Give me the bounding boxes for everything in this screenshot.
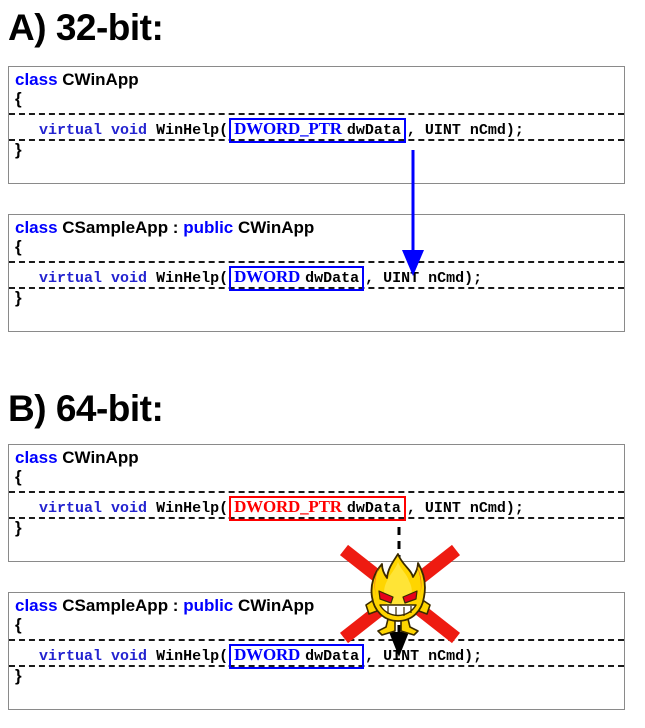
close-brace: } (15, 666, 22, 685)
keyword-void: void (111, 269, 148, 287)
parameter-name: dwData (305, 648, 360, 665)
class-name: CSampleApp : (62, 596, 184, 615)
function-name-open-paren: WinHelp( (156, 499, 229, 517)
parameter-name: dwData (346, 500, 401, 517)
parameter-type: DWORD_PTR (234, 119, 342, 138)
class-declaration-line: class CWinApp (9, 67, 624, 90)
parameter-name: dwData (305, 270, 360, 287)
signature-remainder: , UINT nCmd); (406, 121, 524, 139)
base-class-name: CWinApp (233, 596, 315, 615)
class-name: CWinApp (62, 448, 139, 467)
function-name-open-paren: WinHelp( (156, 121, 229, 139)
signature-remainder: , UINT nCmd); (406, 499, 524, 517)
keyword-class: class (15, 218, 58, 237)
parameter-name: dwData (346, 122, 401, 139)
open-brace: { (15, 89, 22, 108)
function-name-open-paren: WinHelp( (156, 269, 229, 287)
open-brace: { (15, 615, 22, 634)
close-brace: } (15, 288, 22, 307)
keyword-public: public (183, 218, 234, 237)
open-brace: { (15, 237, 22, 256)
class-box-cwinapp-64bit: class CWinApp { virtual void WinHelp(DWO… (8, 444, 625, 562)
function-name-open-paren: WinHelp( (156, 647, 229, 665)
keyword-void: void (111, 499, 148, 517)
class-box-csampleapp-64bit: class CSampleApp : public CWinApp { virt… (8, 592, 625, 710)
flame-character-icon (365, 553, 431, 636)
keyword-class: class (15, 448, 58, 467)
signature-remainder: , UINT nCmd); (365, 269, 483, 287)
parameter-type: DWORD (234, 267, 301, 286)
class-declaration-line: class CSampleApp : public CWinApp (9, 215, 624, 238)
section-b-heading: B) 64-bit: (8, 388, 164, 429)
class-box-csampleapp-32bit: class CSampleApp : public CWinApp { virt… (8, 214, 625, 332)
section-a-heading: A) 32-bit: (8, 7, 164, 48)
keyword-class: class (15, 70, 58, 89)
keyword-void: void (111, 647, 148, 665)
keyword-class: class (15, 596, 58, 615)
keyword-virtual: virtual (39, 121, 103, 139)
parameter-type: DWORD_PTR (234, 497, 342, 516)
class-declaration-line: class CSampleApp : public CWinApp (9, 593, 624, 616)
open-brace: { (15, 467, 22, 486)
signature-remainder: , UINT nCmd); (365, 647, 483, 665)
keyword-void: void (111, 121, 148, 139)
close-brace: } (15, 518, 22, 537)
class-declaration-line: class CWinApp (9, 445, 624, 468)
parameter-type: DWORD (234, 645, 301, 664)
keyword-public: public (183, 596, 234, 615)
keyword-virtual: virtual (39, 499, 103, 517)
base-class-name: CWinApp (233, 218, 315, 237)
class-name: CSampleApp : (62, 218, 184, 237)
class-box-cwinapp-32bit: class CWinApp { virtual void WinHelp(DWO… (8, 66, 625, 184)
keyword-virtual: virtual (39, 269, 103, 287)
close-brace: } (15, 140, 22, 159)
keyword-virtual: virtual (39, 647, 103, 665)
class-name: CWinApp (62, 70, 139, 89)
